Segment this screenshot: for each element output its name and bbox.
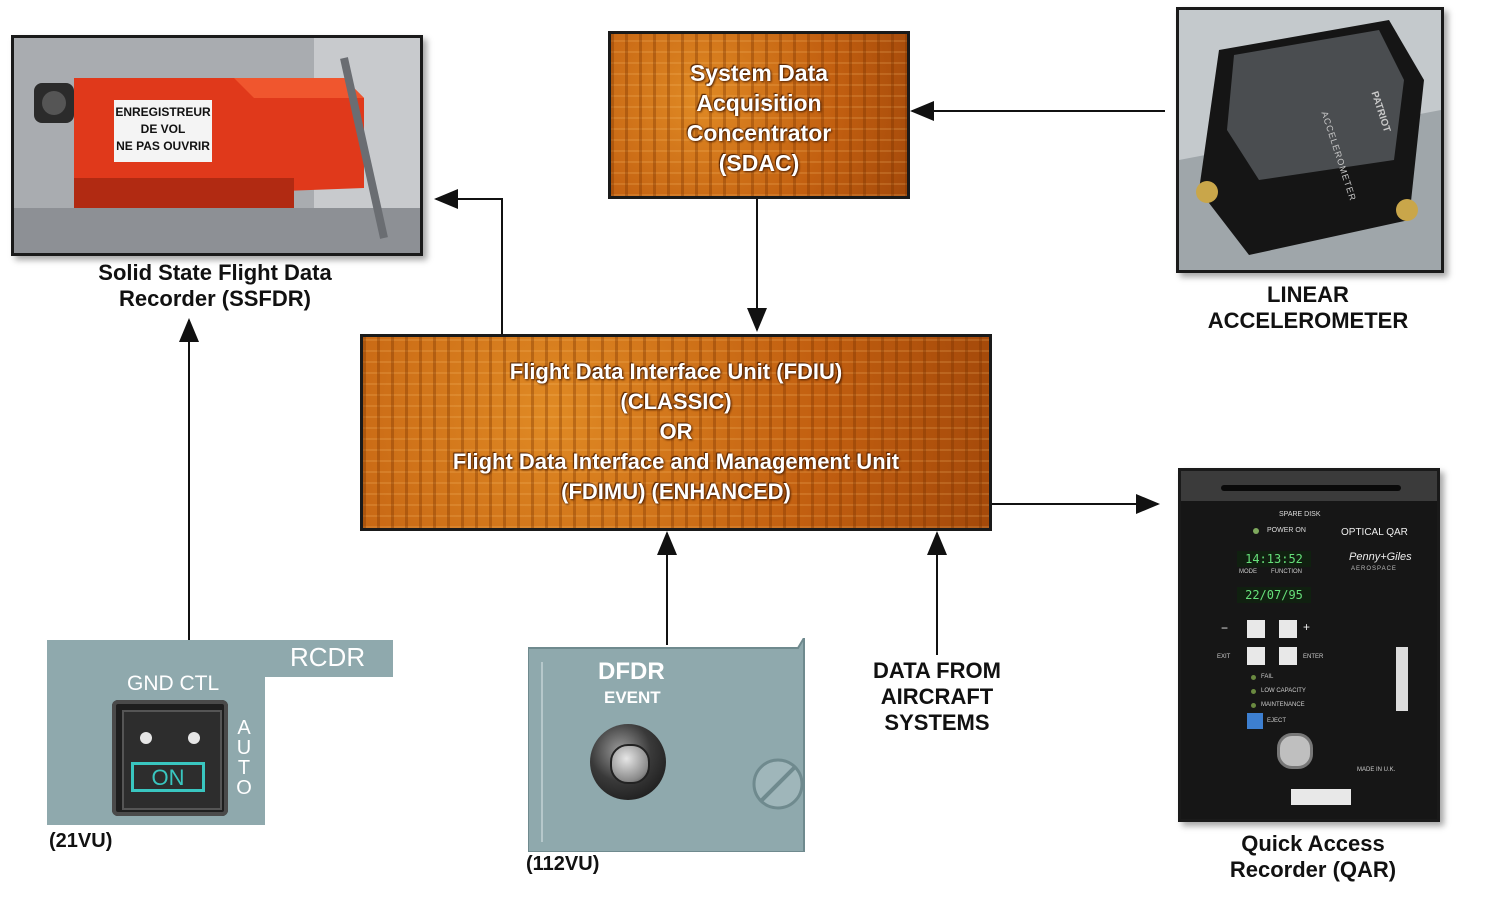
fdiu-label: Flight Data Interface Unit (FDIU) (CLASS… [363, 357, 989, 507]
button-dot-right-icon [188, 732, 200, 744]
rcdr-title: RCDR [290, 642, 366, 672]
dfdr-vu-label: (112VU) [526, 853, 600, 875]
event-button-cap [610, 744, 650, 784]
on-light-label: ON [151, 765, 185, 790]
auto-letter: A [237, 717, 251, 739]
qar-brand: Penny+Giles [1349, 551, 1412, 563]
qar-spare-disk: SPARE DISK [1279, 511, 1321, 518]
ssfdr-caption-line: Recorder (SSFDR) [119, 286, 311, 311]
qar-optical-qar: OPTICAL QAR [1341, 527, 1408, 538]
accelerometer-caption-line: ACCELEROMETER [1207, 308, 1409, 333]
fdiu-label-line: Flight Data Interface and Management Uni… [452, 449, 900, 474]
qar-date-display: 22/07/95 [1237, 587, 1311, 603]
auto-letter: T [237, 757, 251, 779]
fdiu-label-line: (FDIMU) (ENHANCED) [561, 479, 791, 504]
qar-plus-button[interactable] [1279, 620, 1297, 638]
ssfdr-label-line: DE VOL [140, 122, 186, 136]
ssfdr-illustration [14, 38, 420, 253]
ssfdr-photo-label: ENREGISTREUR DE VOL NE PAS OUVRIR [114, 104, 212, 155]
auto-letter: U [236, 737, 252, 759]
on-light: ON [131, 762, 205, 792]
qar-tag [1291, 789, 1351, 805]
qar-minus-button[interactable] [1247, 620, 1265, 638]
auto-letter: O [236, 777, 252, 799]
qar-mode-label: MODE [1239, 569, 1257, 575]
qar-time-display: 14:13:52 [1237, 551, 1311, 567]
qar-fail-label: FAIL [1261, 674, 1274, 680]
accelerometer-illustration [1179, 10, 1441, 270]
qar-enter-button[interactable] [1279, 647, 1297, 665]
sdac-label-line: System Data [689, 60, 829, 86]
ssfdr-caption: Solid State Flight Data Recorder (SSFDR) [40, 260, 390, 312]
button-dot-left-icon [140, 732, 152, 744]
qar-brand-sub: AEROSPACE [1351, 566, 1397, 572]
sdac-label-line: (SDAC) [718, 150, 800, 176]
dfdr-event-label: EVENT [604, 688, 661, 707]
ssfdr-caption-line: Solid State Flight Data [98, 260, 332, 285]
qar-handle [1396, 647, 1408, 711]
qar-photo: SPARE DISK POWER ON OPTICAL QAR Penny+Gi… [1178, 468, 1440, 822]
qar-exit-button[interactable] [1247, 647, 1265, 665]
accelerometer-caption-line: LINEAR [1267, 282, 1349, 307]
qar-low-capacity-label: LOW CAPACITY [1261, 688, 1306, 694]
qar-eject-button[interactable] [1247, 713, 1263, 729]
gnd-ctl-button-face [122, 710, 222, 810]
fail-indicator [1251, 675, 1256, 680]
sdac-label-line: Acquisition [696, 90, 822, 116]
sdac-label-line: Concentrator [686, 120, 832, 146]
dfdr-panel [528, 638, 805, 852]
qar-caption-line: Recorder (QAR) [1229, 857, 1397, 882]
accelerometer-photo: ACCELEROMETER PATRIOT [1176, 7, 1444, 273]
ssfdr-label-line: ENREGISTREUR [115, 105, 211, 119]
qar-made-in: MADE IN U.K. [1357, 767, 1396, 773]
ssfdr-label-line: NE PAS OUVRIR [116, 139, 210, 153]
dfdr-event-button[interactable] [590, 724, 666, 800]
qar-maintenance-label: MAINTENANCE [1261, 702, 1305, 708]
qar-plus-label: + [1303, 620, 1311, 634]
aircraft-systems-line: SYSTEMS [884, 710, 990, 735]
low-capacity-indicator [1251, 689, 1256, 694]
maintenance-indicator [1251, 703, 1256, 708]
qar-power-on: POWER ON [1267, 527, 1306, 534]
rcdr-vu-label: (21VU) [49, 830, 113, 852]
qar-connector [1277, 733, 1313, 769]
qar-enter-label: ENTER [1303, 654, 1324, 660]
auto-label: A U T O [236, 718, 252, 798]
qar-caption-line: Quick Access [1241, 831, 1385, 856]
sdac-label: System Data Acquisition Concentrator (SD… [611, 58, 907, 178]
aircraft-systems-line: DATA FROM [873, 658, 1001, 683]
gnd-ctl-button[interactable]: ON [112, 700, 228, 816]
qar-minus-label: − [1221, 621, 1229, 635]
fdiu-label-line: OR [659, 419, 693, 444]
dfdr-title: DFDR [598, 658, 665, 685]
rcdr-panel-tab [265, 640, 393, 677]
fdiu-box: Flight Data Interface Unit (FDIU) (CLASS… [360, 334, 992, 531]
qar-eject-label: EJECT [1267, 718, 1287, 724]
aircraft-systems-label: DATA FROM AIRCRAFT SYSTEMS [837, 658, 1037, 736]
qar-function-label: FUNCTION [1271, 569, 1302, 575]
sdac-box: System Data Acquisition Concentrator (SD… [608, 31, 910, 199]
accelerometer-caption: LINEAR ACCELEROMETER [1158, 282, 1458, 334]
qar-caption: Quick Access Recorder (QAR) [1160, 831, 1466, 883]
aircraft-systems-line: AIRCRAFT [880, 684, 994, 709]
fdiu-label-line: (CLASSIC) [620, 389, 732, 414]
rcdr-gnd-ctl-label: GND CTL [127, 672, 220, 695]
arrow-fdiu-to-ssfdr [434, 189, 503, 334]
ssfdr-photo: ENREGISTREUR DE VOL NE PAS OUVRIR [11, 35, 423, 256]
power-on-indicator [1253, 528, 1259, 534]
fdiu-label-line: Flight Data Interface Unit (FDIU) [509, 359, 843, 384]
qar-exit-label: EXIT [1217, 654, 1231, 660]
